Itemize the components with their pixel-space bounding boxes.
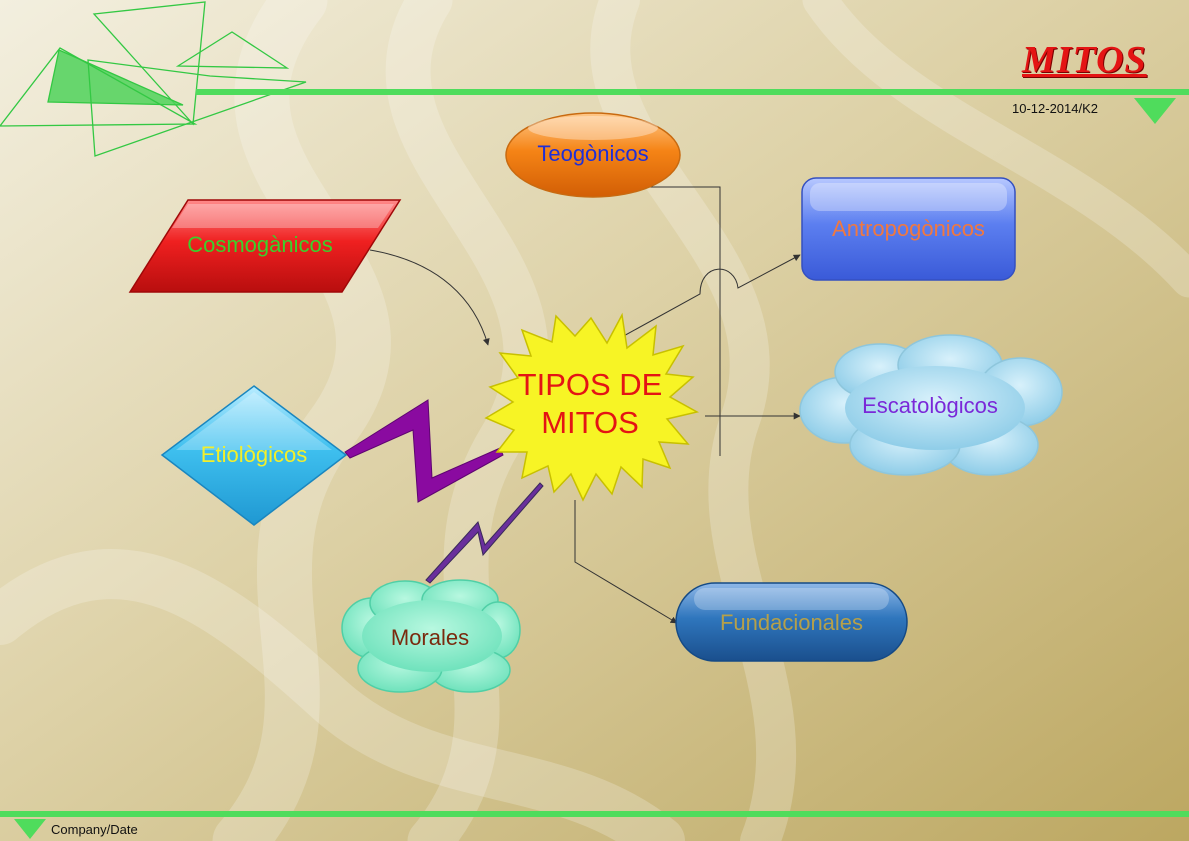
node-teogonicos-gloss bbox=[528, 116, 658, 140]
page-title: MITOS bbox=[1022, 39, 1147, 81]
lightning-bolt-etiologicos bbox=[344, 399, 504, 503]
node-etiologicos-gloss bbox=[176, 392, 332, 450]
connector-cosmoganicos bbox=[369, 249, 490, 346]
node-fundacionales-gloss bbox=[694, 588, 889, 610]
node-morales-label: Morales bbox=[390, 625, 470, 650]
center-burst[interactable] bbox=[484, 312, 700, 502]
node-fundacionales-label: Fundacionales bbox=[719, 610, 864, 635]
node-teogonicos-label: Teogònicos bbox=[537, 141, 649, 166]
footer-company-date: Company/Date bbox=[51, 822, 138, 837]
connector-fundacionales bbox=[574, 500, 678, 624]
footer-rule-triangle-icon bbox=[14, 819, 46, 839]
header-rule bbox=[196, 89, 1189, 95]
header-rule-triangle-icon bbox=[1134, 98, 1176, 124]
node-antropogonicos-shape[interactable] bbox=[801, 177, 1016, 281]
node-morales-shape[interactable] bbox=[341, 579, 521, 693]
node-cosmoganicos-gloss bbox=[172, 204, 394, 228]
center-label-line-2: MITOS bbox=[541, 405, 639, 440]
connectors bbox=[369, 186, 801, 624]
decorative-triangles bbox=[0, 1, 307, 157]
node-escatologicos-label: Escatològicos bbox=[862, 393, 998, 418]
node-fundacionales-shape[interactable] bbox=[675, 582, 908, 662]
node-etiologicos-shape[interactable] bbox=[160, 385, 348, 526]
footer-rule bbox=[0, 811, 1189, 817]
connector-antropogonicos bbox=[619, 254, 801, 339]
node-teogonicos-shape[interactable] bbox=[505, 112, 681, 198]
node-antropogonicos-gloss bbox=[810, 183, 1007, 211]
node-etiologicos-label: Etiològicos bbox=[200, 442, 308, 467]
node-cosmoganicos-label: Cosmogànicos bbox=[187, 232, 333, 257]
header-date: 10-12-2014/K2 bbox=[1012, 101, 1099, 116]
connector-teogonicos bbox=[650, 186, 721, 456]
lightning-bolt-morales bbox=[425, 482, 544, 584]
center-label: TIPOS DE MITOS bbox=[480, 366, 700, 442]
node-antropogonicos-label: Antropogònicos bbox=[832, 216, 985, 241]
node-cosmoganicos-shape[interactable] bbox=[128, 199, 402, 293]
node-escatologicos-shape[interactable] bbox=[799, 334, 1063, 476]
center-label-line-1: TIPOS DE bbox=[517, 367, 663, 402]
